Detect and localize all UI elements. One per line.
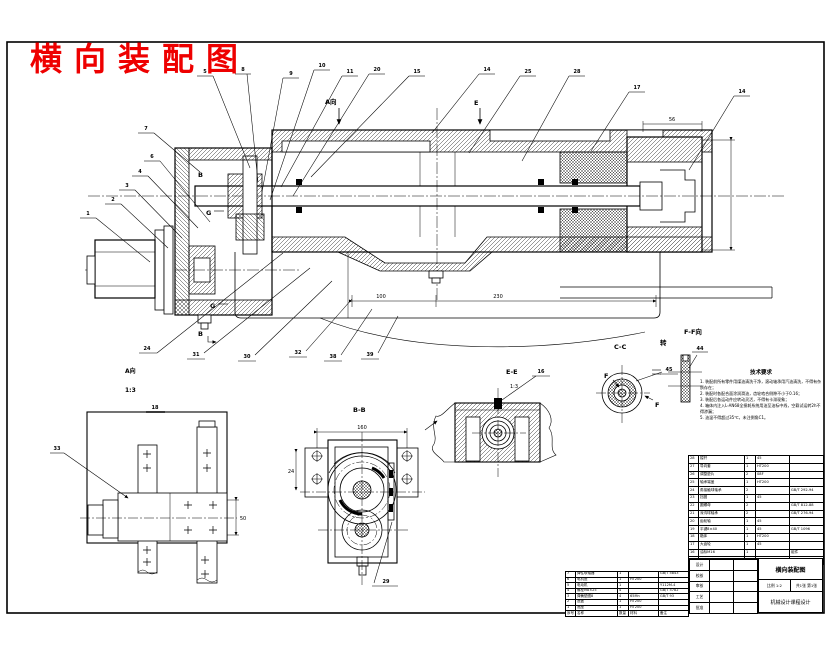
f-mark-2: F — [655, 401, 659, 409]
balloon-label: 29 — [383, 579, 390, 585]
view-label-a: A向 — [125, 367, 136, 375]
note-line: 3. 装配后各运动件应转动灵活，不得有卡滞现象； — [700, 397, 790, 402]
notes-lines: 1. 装配前所有零件用煤油清洗干净，滚动轴承用汽油清洗，不得有杂质存在；2. 装… — [700, 379, 822, 421]
balloon-label: 15 — [414, 69, 421, 75]
balloon-label: 32 — [295, 350, 302, 356]
note-line: 4. 箱体内注入L-AN68全损耗系统用油至油标中线，空载试运转2h不得渗漏； — [700, 403, 821, 414]
dim-label: 230 — [493, 294, 503, 300]
table-row: 审核 — [689, 580, 758, 593]
balloon-label: 14 — [739, 89, 746, 95]
view-label-ff: F-F向 — [684, 327, 702, 336]
title-block: 设计校核审核工艺批准 横向装配图 比例 1:2 共1张 第1张 机械设计课程设计 — [688, 558, 823, 614]
balloon-label: 11 — [347, 69, 354, 75]
sheet-cell: 共1张 第1张 — [795, 582, 818, 588]
balloon-label: 45 — [666, 367, 673, 373]
main-assembly-view — [80, 69, 785, 362]
table-row: 校核 — [689, 569, 758, 582]
balloon-label: 6 — [150, 154, 154, 160]
bb-section-view — [294, 420, 438, 587]
balloon-label: 5 — [203, 69, 207, 75]
balloon-label: 9 — [289, 71, 293, 77]
balloon-label: 30 — [244, 354, 251, 360]
view-label-bb: B-B — [353, 406, 366, 414]
scale-cell: 比例 1:2 — [759, 580, 791, 591]
balloon-label: 20 — [374, 67, 381, 73]
note-line: 2. 装配时各配合面涂润滑油，齿轮啮合侧隙不小于0.16； — [700, 391, 802, 396]
balloon-label: 24 — [144, 346, 151, 352]
balloon-label: 7 — [144, 126, 148, 132]
a-direction-view — [50, 411, 239, 584]
dim-label: 100 — [376, 294, 386, 300]
balloon-label: 44 — [697, 346, 704, 352]
drawing-title: 横向装配图 — [759, 559, 822, 580]
section-label-g-top: G — [206, 209, 211, 217]
balloon-label: 31 — [193, 352, 200, 358]
dim-label: 50 — [240, 516, 246, 522]
f-mark-1: F — [604, 372, 608, 380]
balloon-label: 38 — [330, 354, 337, 360]
section-label-e: E — [474, 99, 478, 107]
section-label-b-bottom: B — [198, 330, 203, 338]
dim-label: 24 — [288, 469, 294, 475]
title-block-right: 横向装配图 比例 1:2 共1张 第1张 机械设计课程设计 — [758, 559, 822, 612]
view-scale-ee: 1:3 — [510, 384, 518, 390]
balloon-label: 16 — [538, 369, 545, 375]
balloon-label: 33 — [54, 446, 61, 452]
dim-label: 56 — [669, 117, 675, 123]
cc-section-view — [596, 365, 678, 425]
table-row: 批准 — [689, 602, 758, 614]
section-label-g-bottom: G — [210, 302, 215, 310]
notes-heading: 技术要求 — [749, 370, 772, 376]
balloon-label: 4 — [138, 169, 142, 175]
page-title: 横向装配图 — [30, 40, 250, 78]
section-label-a: A向 — [325, 97, 337, 106]
view-label-cc: C-C — [614, 343, 627, 351]
balloon-label: 14 — [484, 67, 491, 73]
balloon-label: 2 — [111, 197, 115, 203]
balloon-label: 3 — [125, 183, 129, 189]
technical-notes: 技术要求 1. 装配前所有零件用煤油清洗干净，滚动轴承用汽油清洗，不得有杂质存在… — [700, 368, 822, 421]
balloon-label: 25 — [525, 69, 532, 75]
view-label-ee: E-E — [506, 368, 518, 376]
balloon-label: 10 — [319, 63, 326, 69]
ff-view — [652, 351, 708, 403]
dim-label: 160 — [357, 425, 367, 431]
org-cell: 机械设计课程设计 — [770, 599, 811, 606]
note-line: 5. 油温不得超过35℃，未注倒角C1。 — [700, 415, 769, 420]
balloon-label: 39 — [367, 352, 374, 358]
drawing-frame — [6, 41, 825, 614]
note-line: 1. 装配前所有零件用煤油清洗干净，滚动轴承用汽油清洗，不得有杂质存在； — [700, 379, 822, 390]
balloon-label: 1 — [86, 211, 90, 217]
table-row: 设计 — [689, 559, 758, 571]
view-scale-a: 1:3 — [125, 387, 136, 394]
table-row: 工艺 — [689, 591, 758, 604]
balloon-label: 17 — [634, 85, 641, 91]
signature-table: 设计校核审核工艺批准 — [689, 559, 758, 614]
ee-section-view — [432, 375, 557, 477]
balloon-label: 28 — [574, 69, 581, 75]
table-row: 序号名称数量材料备注 — [565, 610, 689, 617]
view-label-ff-rot: 转 — [660, 338, 667, 347]
balloon-label: 8 — [241, 67, 245, 73]
balloon-label: 18 — [152, 405, 159, 411]
section-label-b-top: B — [198, 171, 203, 179]
